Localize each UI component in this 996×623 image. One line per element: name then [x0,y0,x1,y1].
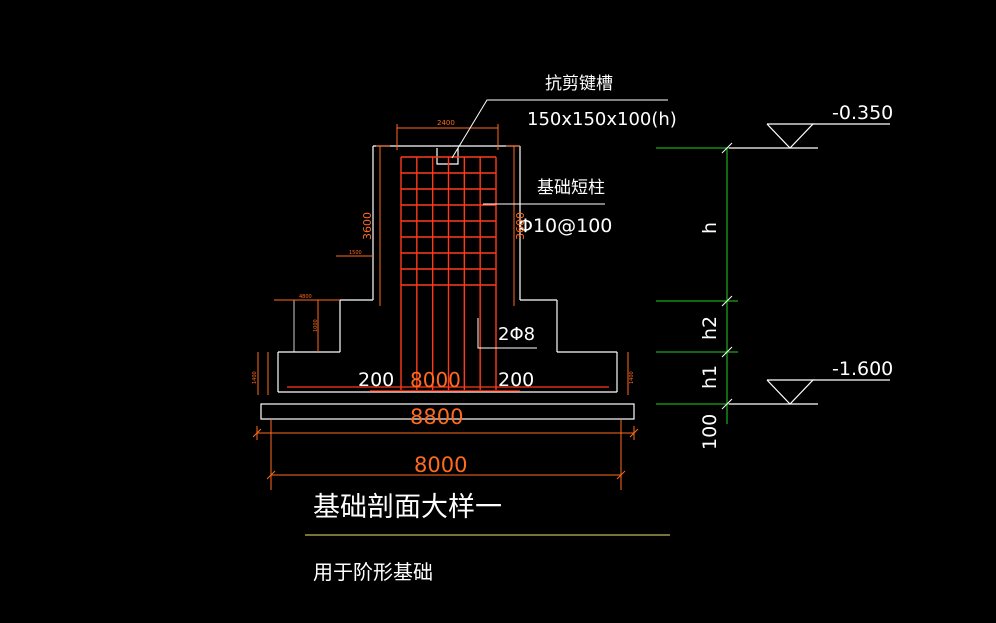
pier-rebar-spec: Φ10@100 [518,215,612,237]
column-width-dim: 2400 [437,119,455,127]
dim-100-label: 100 [699,414,721,450]
shear-key-notch [436,148,459,165]
drawing-title: 基础剖面大样一 [313,492,502,523]
dim-h2-label: h2 [699,316,721,340]
base-width-2: 8800 [410,405,463,429]
step-1000-dim: 1000 [313,319,319,332]
shear-key-title: 抗剪键槽 [545,74,613,94]
level-marker-top [729,123,890,149]
level-bottom-label: -1.600 [832,358,893,380]
base-width-1: 8000 [410,368,461,392]
column-height-right-dim: 3600 [514,212,527,240]
level-top-label: -0.350 [832,102,893,124]
base-width-3: 8000 [414,453,467,477]
orange-dimensions [252,124,639,490]
pier-title: 基础短柱 [537,178,605,198]
elevation-dimensions [656,142,738,424]
shear-key-size: 150x150x100(h) [527,109,677,130]
step-4800-dim: 4800 [299,294,312,300]
step-1500-dim: 1500 [349,250,362,256]
dim-h-label: h [699,222,721,234]
dim-h1-label: h1 [699,365,721,389]
edge-left-dim: 1400 [252,371,258,384]
level-marker-bottom [729,379,890,405]
leader-lines [451,99,668,349]
drawing-subtitle: 用于阶形基础 [313,560,433,584]
rebar-2phi8-label: 2Φ8 [498,324,535,345]
column-height-left-dim: 3600 [361,212,374,240]
rebar-cage [400,156,497,390]
left-margin-label: 200 [358,369,394,391]
edge-right-dim: 1400 [629,371,635,384]
bottom-rebar [287,386,609,392]
right-margin-label: 200 [498,369,534,391]
